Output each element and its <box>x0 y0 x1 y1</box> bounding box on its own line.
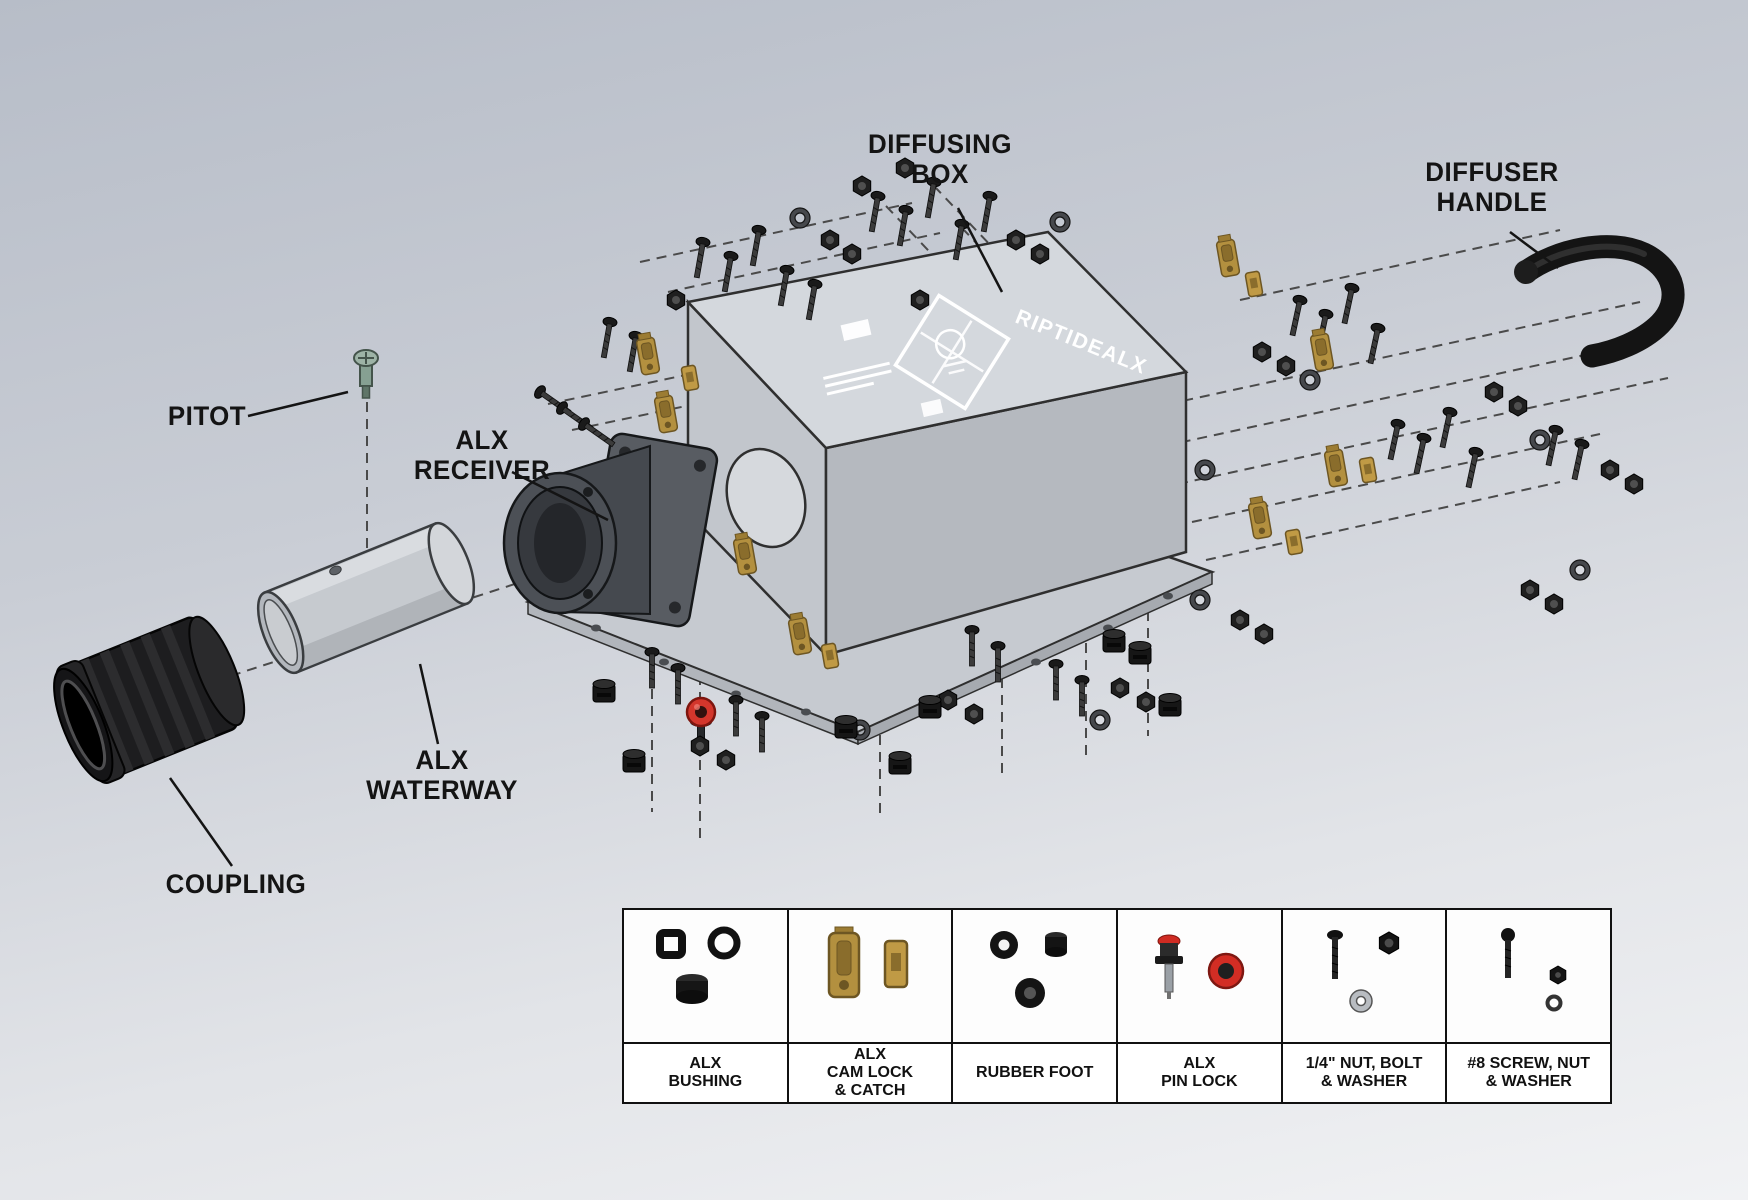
legend-label: ALX BUSHING <box>624 1042 787 1102</box>
alx-receiver-label: ALX RECEIVER <box>413 425 551 485</box>
legend-table: ALX BUSHING ALX CAM LOCK & CATCH <box>622 908 1612 1104</box>
legend-label: ALX PIN LOCK <box>1118 1042 1281 1102</box>
alx-waterway-label: ALX WATERWAY <box>366 745 518 805</box>
coupling-part <box>53 615 246 784</box>
coupling-label: COUPLING <box>165 869 307 899</box>
rubber-foot-icon <box>953 910 1117 1042</box>
alx-cam-lock-icon <box>788 910 952 1042</box>
pitot-label: PITOT <box>167 401 247 431</box>
diffuser-handle-label: DIFFUSER HANDLE <box>1425 157 1559 217</box>
legend-item-rubber-foot: RUBBER FOOT <box>953 910 1119 1102</box>
legend-label: ALX CAM LOCK & CATCH <box>788 1042 952 1102</box>
alx-receiver-part <box>502 432 719 628</box>
legend-label: RUBBER FOOT <box>953 1042 1117 1102</box>
diffuser-handle-part <box>1514 235 1685 368</box>
pitot-part <box>353 349 379 399</box>
alx-bushing-icon <box>624 910 787 1042</box>
legend-item-screw-nut-washer: #8 SCREW, NUT & WASHER <box>1447 910 1611 1102</box>
alx-pin-lock-part <box>685 696 717 747</box>
alx-waterway-part <box>256 521 476 675</box>
number8-screw-nut-washer-icon <box>1447 910 1611 1042</box>
legend-item-alx-bushing: ALX BUSHING <box>624 910 789 1102</box>
legend-label: #8 SCREW, NUT & WASHER <box>1447 1042 1611 1102</box>
diffusing-box-label: DIFFUSING BOX <box>868 129 1012 189</box>
leader-lines <box>168 207 1559 867</box>
legend-item-nut-bolt-washer: 1/4" NUT, BOLT & WASHER <box>1282 910 1448 1102</box>
quarter-inch-nut-bolt-washer-icon <box>1282 910 1446 1042</box>
legend-item-cam-lock: ALX CAM LOCK & CATCH <box>788 910 954 1102</box>
legend-label: 1/4" NUT, BOLT & WASHER <box>1282 1042 1446 1102</box>
legend-item-pin-lock: ALX PIN LOCK <box>1118 910 1283 1102</box>
alx-pin-lock-icon <box>1118 910 1281 1042</box>
